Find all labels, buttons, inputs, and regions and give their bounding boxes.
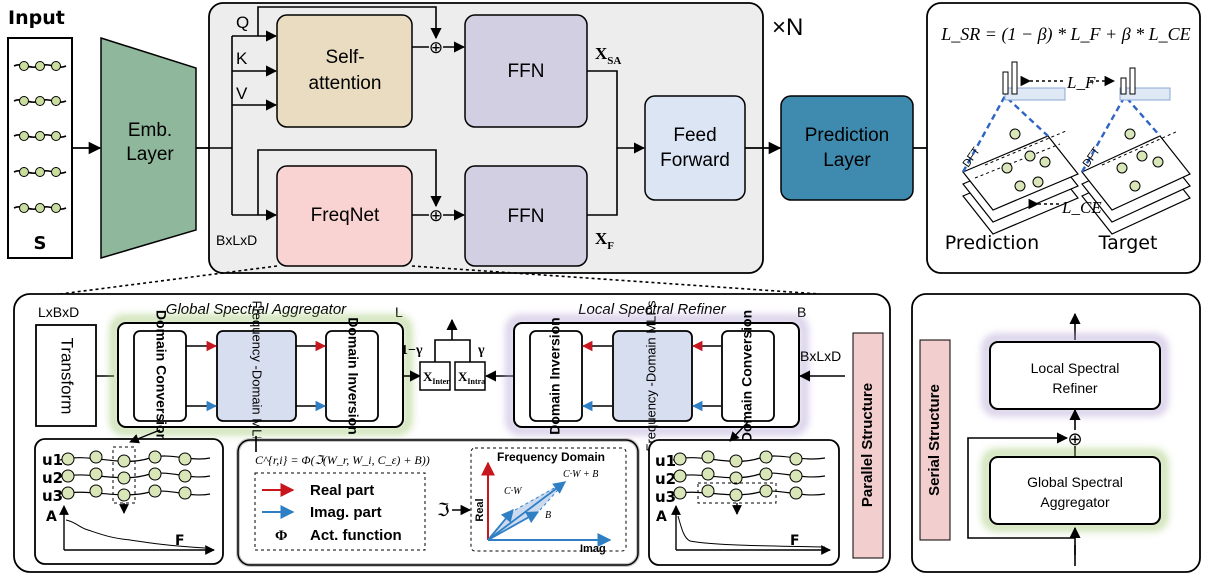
prediction-layer: Prediction Layer xyxy=(780,95,914,201)
shape-label: BxLxD xyxy=(216,232,257,248)
transform-label: Transform xyxy=(58,338,77,415)
axis-real: Real xyxy=(474,498,486,521)
u3-label-right: u3 xyxy=(655,488,676,506)
prediction-layer-line1: Prediction xyxy=(805,125,890,146)
feed-forward-line2: Forward xyxy=(660,150,730,171)
target-spectrum: DFT xyxy=(1081,67,1191,235)
gsa-domain-inversion: Domain Inversion xyxy=(345,317,361,434)
repeat-label: ×N xyxy=(772,14,803,41)
x-sa-label: XSA xyxy=(595,44,621,67)
op-symbol: ℑ xyxy=(437,500,450,520)
one-minus-gamma-label: 1−γ xyxy=(401,343,423,358)
freqnet-label: FreqNet xyxy=(311,205,380,226)
embedding-line1: Emb. xyxy=(128,120,172,141)
x-intra-label: XIntra xyxy=(458,369,485,386)
activation-legend-panel: C^{r,i} = Φ(ℑ(W_r, W_i, C_ε) + B)) Real … xyxy=(236,436,640,567)
gsa-freq-axis: F xyxy=(175,533,185,549)
axis-imag: Imag xyxy=(580,543,606,555)
input-title: Input xyxy=(8,7,65,29)
input-sequences xyxy=(13,61,67,213)
activation-formula: C^{r,i} = Φ(ℑ(W_r, W_i, C_ε) + B)) xyxy=(255,453,430,467)
legend-real: Real part xyxy=(310,482,374,499)
legend-imag: Imag. part xyxy=(310,504,382,521)
plus-bottom-icon: ⊕ xyxy=(429,206,443,225)
ffn-bottom-label: FFN xyxy=(508,206,545,227)
k-label: K xyxy=(236,49,248,68)
u2-label: u2 xyxy=(42,469,63,487)
prediction-caption: Prediction xyxy=(945,232,1039,254)
embedding-layer: Emb. Layer xyxy=(100,36,197,260)
lsr-amp-axis: A xyxy=(656,509,667,525)
legend-act-symbol: Φ xyxy=(275,528,287,544)
encoder-block: ×N Q K V BxLxD Self- attention FreqNet ⊕… xyxy=(208,2,803,274)
sequence-row xyxy=(13,61,67,71)
prediction-layer-line2: Layer xyxy=(823,150,871,171)
feed-forward-line1: Feed xyxy=(673,125,716,146)
lce-label: L_CE xyxy=(1061,198,1102,217)
q-label: Q xyxy=(236,13,249,32)
u3-label: u3 xyxy=(42,487,63,505)
u2-label-right: u2 xyxy=(655,470,676,488)
gsa-freq-mlps: Frequency -Domain MLPs xyxy=(250,301,265,452)
local-spectral-refiner: Local Spectral Refiner B Domain Inversio… xyxy=(506,300,808,452)
sequence-row xyxy=(13,96,67,106)
lsr-domain-conversion: Domain Conversion xyxy=(739,310,755,442)
lsr-spectrum-plot: u1 u2 u3 A F xyxy=(648,421,840,566)
self-attention-line2: attention xyxy=(309,73,382,94)
freqnet-box xyxy=(276,165,413,267)
serial-structure-label: Serial Structure xyxy=(926,384,943,496)
lsr-repeat: B xyxy=(797,304,806,320)
vec-cw: C·W xyxy=(504,486,523,497)
x-f-label: XF xyxy=(595,229,614,252)
loss-panel: L_SR = (1 − β) * L_F + β * L_CE DFT xyxy=(926,2,1201,274)
v-label: V xyxy=(236,84,248,103)
gsa-spectrum-plot: u1 u2 u3 A F xyxy=(34,429,224,565)
self-attention-line1: Self- xyxy=(325,47,364,68)
input-label: S xyxy=(34,233,47,254)
sequence-row xyxy=(13,167,67,177)
x-inter-label: XInter xyxy=(423,369,450,386)
input-block: Input S xyxy=(7,7,73,259)
sequence-row xyxy=(13,203,67,213)
gsa-title: Global Spectral Aggregator xyxy=(166,301,347,318)
gsa-repeat: L xyxy=(395,304,403,320)
gsa-amp-axis: A xyxy=(46,509,57,525)
prediction-spectrum: DFT xyxy=(961,61,1079,235)
plus-top-icon: ⊕ xyxy=(429,38,443,57)
self-attention-box xyxy=(276,14,413,128)
gamma-label: γ xyxy=(477,343,485,358)
loss-formula: L_SR = (1 − β) * L_F + β * L_CE xyxy=(940,24,1190,45)
global-spectral-aggregator: Global Spectral Aggregator L Domain Conv… xyxy=(110,301,412,452)
lsr-freq-mlps: Frequency -Domain MLPs xyxy=(643,300,658,451)
parallel-panel: LxBxD Transform Global Spectral Aggregat… xyxy=(13,293,891,573)
input-shape-label: LxBxD xyxy=(38,304,79,320)
lf-label: L_F xyxy=(1066,73,1096,92)
vec-b: B xyxy=(545,510,551,521)
vec-cwb: C·W + B xyxy=(563,469,598,480)
u1-label-right: u1 xyxy=(655,452,676,470)
gsa-domain-conversion: Domain Conversion xyxy=(153,310,169,442)
embedding-line2: Layer xyxy=(126,144,174,165)
ffn-bottom-box xyxy=(464,165,588,267)
lsr-title: Local Spectral Refiner xyxy=(578,301,727,318)
parallel-structure-label: Parallel Structure xyxy=(859,383,876,507)
lsr-domain-inversion: Domain Inversion xyxy=(547,317,563,434)
lsr-shape-label: BxLxD xyxy=(800,348,841,364)
legend-act: Act. function xyxy=(310,527,402,544)
u1-label: u1 xyxy=(42,451,63,469)
target-caption: Target xyxy=(1098,232,1158,254)
ffn-top-label: FFN xyxy=(508,61,545,82)
sequence-row xyxy=(13,131,67,141)
freq-domain-title: Frequency Domain xyxy=(497,450,605,464)
lsr-freq-axis: F xyxy=(790,533,800,549)
feed-forward-box xyxy=(644,95,746,201)
